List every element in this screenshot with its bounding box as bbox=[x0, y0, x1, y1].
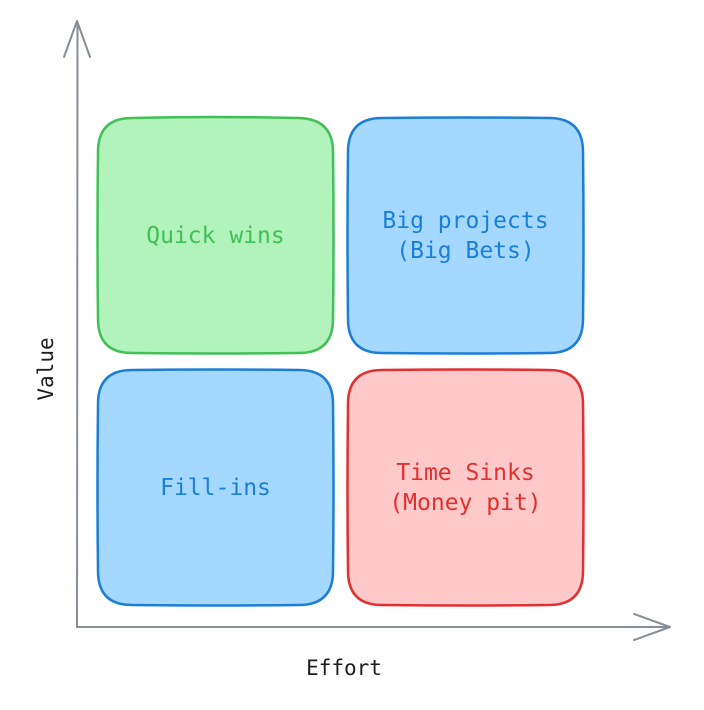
y-axis-label: Value bbox=[34, 337, 58, 401]
big-projects-label: Big projects (Big Bets) bbox=[382, 207, 549, 264]
fill-ins-label: Fill-ins bbox=[160, 474, 271, 501]
quick-wins-label: Quick wins bbox=[146, 222, 285, 249]
fill-ins-box bbox=[96, 368, 335, 607]
time-sinks-box bbox=[346, 368, 585, 607]
x-axis-label: Effort bbox=[306, 656, 382, 680]
quick-wins-box bbox=[96, 115, 335, 355]
x-axis-arrowhead bbox=[633, 613, 671, 641]
time-sinks-label: Time Sinks (Money pit) bbox=[389, 459, 542, 516]
big-projects-box bbox=[346, 116, 585, 355]
y-axis-line bbox=[75, 21, 79, 628]
y-axis-arrowhead bbox=[63, 20, 91, 58]
